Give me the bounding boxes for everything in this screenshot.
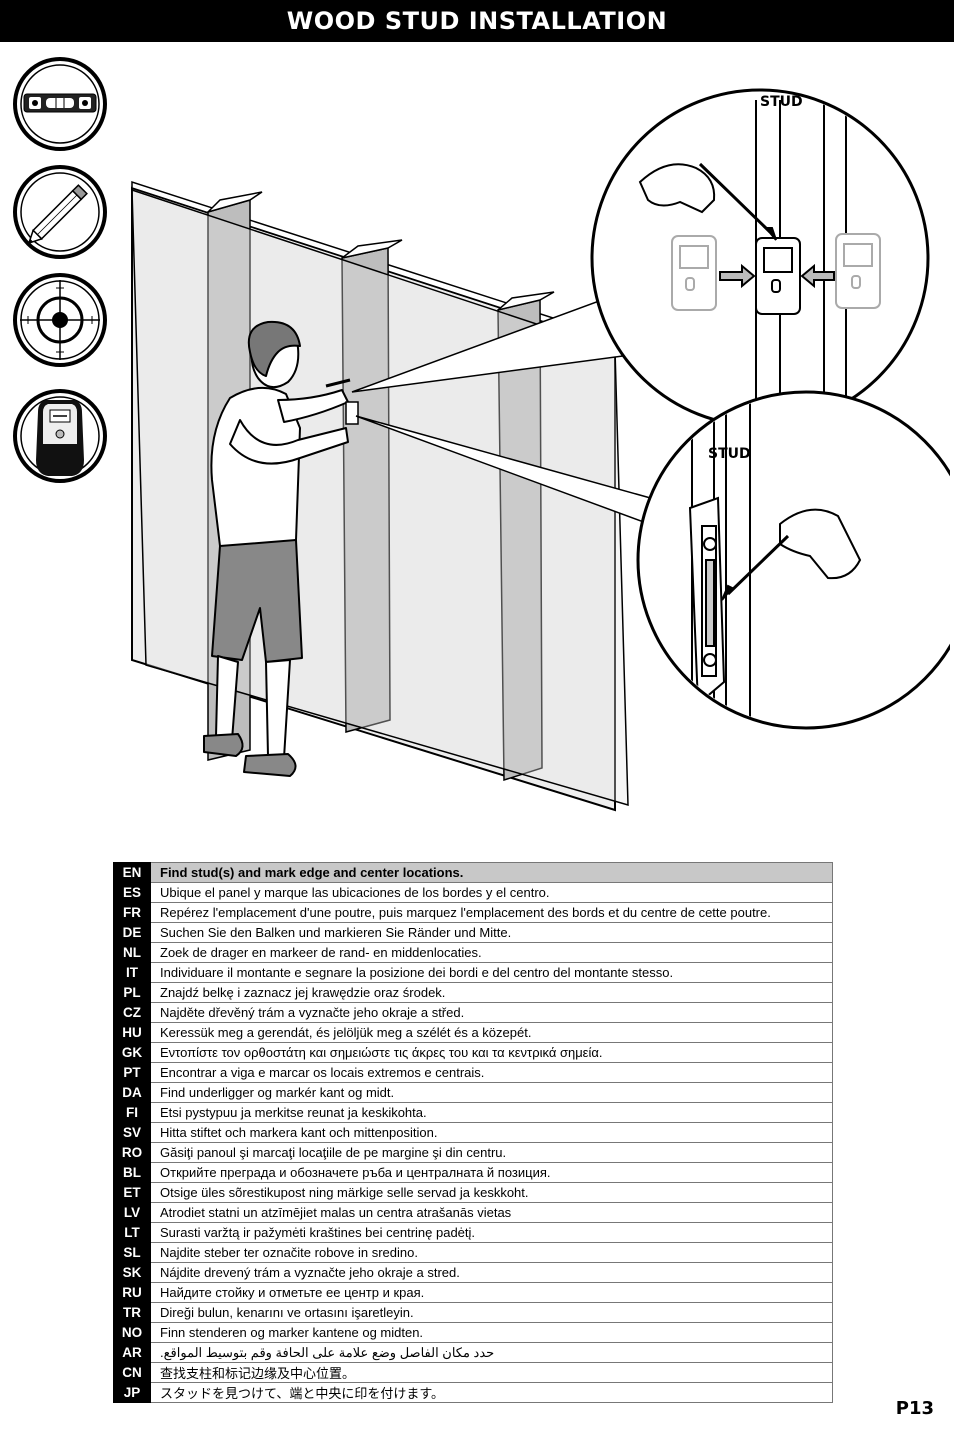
instruction-text: Najdite steber ter označite robove in sr… — [150, 1242, 833, 1263]
instruction-text: Ubique el panel y marque las ubicaciones… — [150, 882, 833, 903]
bottom-detail-callout: STUD — [636, 390, 950, 730]
language-code: ET — [113, 1182, 151, 1203]
instruction-text: Surasti varžtą ir pažymėti kraštines bei… — [150, 1222, 833, 1243]
language-code: TR — [113, 1302, 151, 1323]
language-code: LT — [113, 1222, 151, 1243]
instruction-text: Atrodiet statni un atzīmējiet malas un c… — [150, 1202, 833, 1223]
language-code: BL — [113, 1162, 151, 1183]
language-code: DA — [113, 1082, 151, 1103]
crosshair-target-icon — [13, 273, 107, 367]
instruction-text: Εντοπίστε τον ορθοστάτη και σημειώστε τι… — [150, 1042, 833, 1063]
language-code: SV — [113, 1122, 151, 1143]
instruction-text: Najděte dřevěný trám a vyznačte jeho okr… — [150, 1002, 833, 1023]
instruction-text: Znajdź belkę i zaznacz jej krawędzie ora… — [150, 982, 833, 1003]
language-code: PL — [113, 982, 151, 1003]
instruction-text: Encontrar a viga e marcar os locais extr… — [150, 1062, 833, 1083]
instruction-text: スタッドを見つけて、端と中央に印を付けます。 — [150, 1382, 833, 1403]
language-code: RO — [113, 1142, 151, 1163]
instruction-text: حدد مكان الفاصل وضع علامة على الحافة وقم… — [150, 1342, 833, 1363]
stud-finder-icon — [13, 389, 107, 483]
instruction-text: Find underligger og markér kant og midt. — [150, 1082, 833, 1103]
language-code: FR — [113, 902, 151, 923]
language-code: NL — [113, 942, 151, 963]
pencil-icon — [13, 165, 107, 259]
language-code: AR — [113, 1342, 151, 1363]
instruction-text: Repérez l'emplacement d'une poutre, puis… — [150, 902, 833, 923]
instruction-text: Nájdite drevený trám a vyznačte jeho okr… — [150, 1262, 833, 1283]
instruction-text: Direği bulun, kenarını ve ortasını işare… — [150, 1302, 833, 1323]
language-code: CN — [113, 1362, 151, 1383]
instruction-text: 查找支柱和标记边缘及中心位置。 — [150, 1362, 833, 1383]
language-code: PT — [113, 1062, 151, 1083]
language-code: HU — [113, 1022, 151, 1043]
language-code: GK — [113, 1042, 151, 1063]
instruction-text: Hitta stiftet och markera kant och mitte… — [150, 1122, 833, 1143]
language-code: SL — [113, 1242, 151, 1263]
top-detail-callout: STUD — [590, 88, 930, 428]
instruction-text: Finn stenderen og marker kantene og midt… — [150, 1322, 833, 1343]
instruction-text: Găsiţi panoul şi marcaţi locaţiile de pe… — [150, 1142, 833, 1163]
language-code: IT — [113, 962, 151, 983]
page-number: P13 — [895, 1398, 934, 1419]
language-code: LV — [113, 1202, 151, 1223]
level-icon — [13, 57, 107, 151]
language-code: FI — [113, 1102, 151, 1123]
language-code: EN — [113, 862, 151, 883]
instruction-text: Individuare il montante e segnare la pos… — [150, 962, 833, 983]
language-code: JP — [113, 1382, 151, 1403]
language-code: RU — [113, 1282, 151, 1303]
instruction-text: Suchen Sie den Balken und markieren Sie … — [150, 922, 833, 943]
top-stud-label: STUD — [760, 94, 803, 110]
page-title: WOOD STUD INSTALLATION — [0, 0, 954, 42]
instruction-text: Keressük meg a gerendát, és jelöljük meg… — [150, 1022, 833, 1043]
wall-installation-illustration: STUD STUD — [131, 88, 950, 812]
language-code: NO — [113, 1322, 151, 1343]
language-code: DE — [113, 922, 151, 943]
instruction-text: Find stud(s) and mark edge and center lo… — [150, 862, 833, 883]
instruction-text: Otsige üles sõrestikupost ning märkige s… — [150, 1182, 833, 1203]
instruction-text: Найдите стойку и отметьте ее центр и кра… — [150, 1282, 833, 1303]
instruction-text: Etsi pystypuu ja merkitse reunat ja kesk… — [150, 1102, 833, 1123]
language-code: CZ — [113, 1002, 151, 1023]
language-code: SK — [113, 1262, 151, 1283]
bottom-stud-label: STUD — [708, 446, 751, 462]
instruction-text: Zoek de drager en markeer de rand- en mi… — [150, 942, 833, 963]
instruction-text: Открийте преграда и обозначете ръба и це… — [150, 1162, 833, 1183]
language-code: ES — [113, 882, 151, 903]
